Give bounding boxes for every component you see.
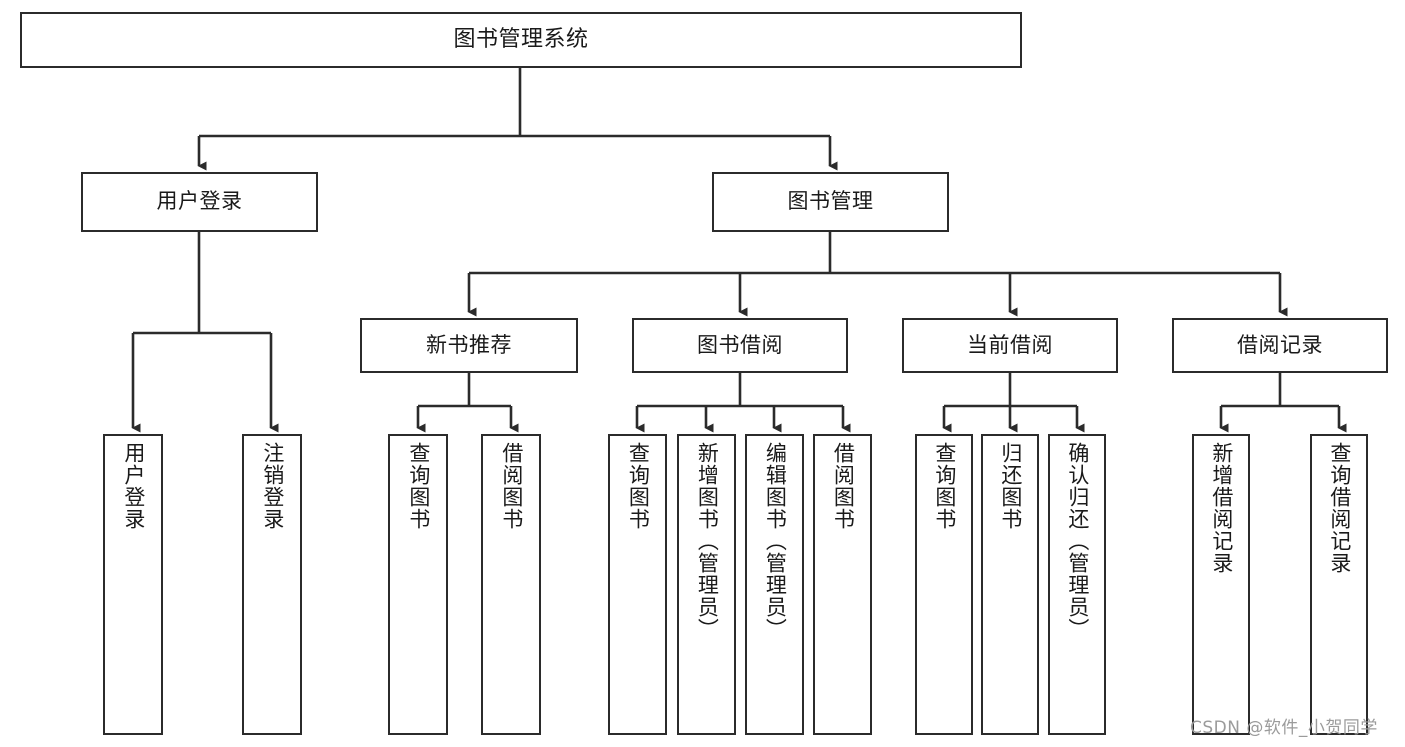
leaf-borrow-add-book-admin[interactable]: 新增图书（管理员） <box>677 434 736 735</box>
leaf-current-query-book-label: 查询图书 <box>932 442 957 530</box>
leaf-borrow-query-book[interactable]: 查询图书 <box>608 434 667 735</box>
leaf-borrow-edit-book-admin[interactable]: 编辑图书（管理员） <box>745 434 804 735</box>
node-book-borrow-label: 图书借阅 <box>697 332 783 357</box>
leaf-user-login-logout[interactable]: 注销登录 <box>242 434 302 735</box>
node-user-login-label: 用户登录 <box>156 189 243 214</box>
leaf-new-book-borrow-label: 借阅图书 <box>499 442 524 530</box>
leaf-records-add-record-label: 新增借阅记录 <box>1209 442 1234 574</box>
leaf-current-return-book-label: 归还图书 <box>998 442 1023 530</box>
node-book-management[interactable]: 图书管理 <box>712 172 949 232</box>
leaf-borrow-borrow-book-label: 借阅图书 <box>831 442 856 530</box>
leaf-current-return-book[interactable]: 归还图书 <box>981 434 1039 735</box>
node-current-borrow[interactable]: 当前借阅 <box>902 318 1118 373</box>
node-book-borrow[interactable]: 图书借阅 <box>632 318 848 373</box>
node-new-book-recommend-label: 新书推荐 <box>426 332 512 357</box>
node-borrow-records-label: 借阅记录 <box>1237 332 1323 357</box>
leaf-new-book-query[interactable]: 查询图书 <box>388 434 448 735</box>
leaf-current-query-book[interactable]: 查询图书 <box>915 434 973 735</box>
leaf-current-confirm-return-admin-label: 确认归还（管理员） <box>1065 442 1090 640</box>
node-book-management-label: 图书管理 <box>787 189 874 214</box>
node-user-login[interactable]: 用户登录 <box>81 172 318 232</box>
node-root[interactable]: 图书管理系统 <box>20 12 1022 68</box>
leaf-user-login-login[interactable]: 用户登录 <box>103 434 163 735</box>
leaf-borrow-add-book-admin-label: 新增图书（管理员） <box>695 442 720 640</box>
leaf-current-confirm-return-admin[interactable]: 确认归还（管理员） <box>1048 434 1106 735</box>
leaf-records-add-record[interactable]: 新增借阅记录 <box>1192 434 1250 735</box>
leaf-new-book-borrow[interactable]: 借阅图书 <box>481 434 541 735</box>
node-root-label: 图书管理系统 <box>453 26 589 52</box>
leaf-user-login-login-label: 用户登录 <box>121 442 146 530</box>
leaf-borrow-edit-book-admin-label: 编辑图书（管理员） <box>763 442 788 640</box>
leaf-records-query-record[interactable]: 查询借阅记录 <box>1310 434 1368 735</box>
leaf-user-login-logout-label: 注销登录 <box>260 442 285 530</box>
node-borrow-records[interactable]: 借阅记录 <box>1172 318 1388 373</box>
node-new-book-recommend[interactable]: 新书推荐 <box>360 318 578 373</box>
leaf-borrow-borrow-book[interactable]: 借阅图书 <box>813 434 872 735</box>
leaf-borrow-query-book-label: 查询图书 <box>626 442 651 530</box>
node-current-borrow-label: 当前借阅 <box>967 332 1053 357</box>
leaf-records-query-record-label: 查询借阅记录 <box>1327 442 1352 574</box>
leaf-new-book-query-label: 查询图书 <box>406 442 431 530</box>
